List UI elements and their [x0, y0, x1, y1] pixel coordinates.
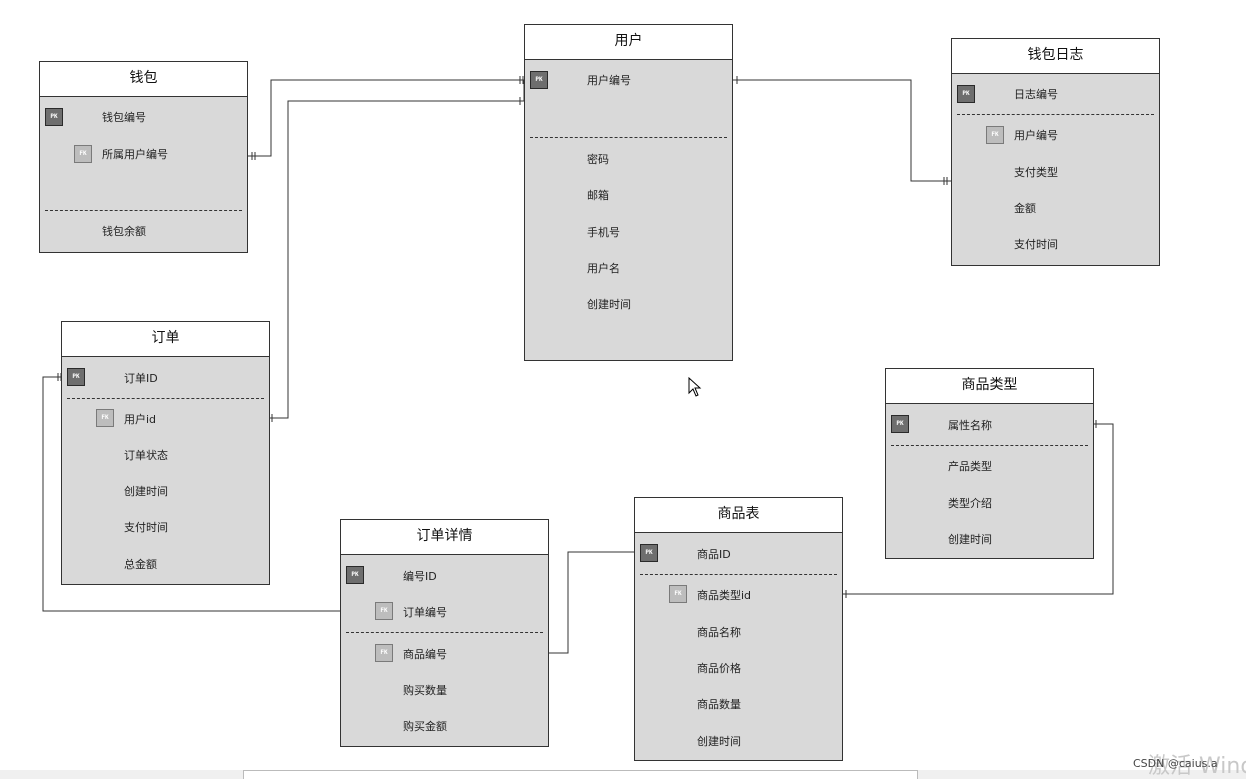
field-product-type-id: 商品类型id [697, 589, 752, 602]
field-product-id: 商品ID [697, 548, 731, 561]
pk-icon: PK [45, 108, 63, 126]
entity-title: 钱包日志 [952, 39, 1159, 74]
entity-user[interactable]: 用户 PK 用户编号 密码 邮箱 手机号 用户名 创建时间 [524, 24, 733, 361]
field-total-amount: 总金额 [124, 558, 157, 571]
field-phone: 手机号 [587, 226, 620, 239]
link-user-walletlog [733, 79, 951, 182]
entity-title: 订单详情 [341, 520, 548, 555]
mouse-cursor-icon [688, 377, 702, 397]
field-product-category: 产品类型 [948, 460, 992, 473]
key-separator [530, 137, 727, 138]
entity-product[interactable]: 商品表 PK 商品ID FK 商品类型id 商品名称 商品价格 商品数量 创建时… [634, 497, 843, 761]
field-password: 密码 [587, 153, 609, 166]
field-product-price: 商品价格 [697, 662, 741, 675]
fk-icon: FK [375, 644, 393, 662]
field-email: 邮箱 [587, 189, 609, 202]
field-detail-id: 编号ID [403, 570, 437, 583]
entity-product-type[interactable]: 商品类型 PK 属性名称 产品类型 类型介绍 创建时间 [885, 368, 1094, 559]
entity-wallet-log[interactable]: 钱包日志 PK 日志编号 FK 用户编号 支付类型 金额 支付时间 [951, 38, 1160, 266]
field-payment-time: 支付时间 [124, 521, 168, 534]
csdn-credit: CSDN @caius.a [1133, 757, 1218, 770]
field-order-id: 订单ID [124, 372, 158, 385]
field-user-id: 用户编号 [587, 74, 631, 87]
field-log-id: 日志编号 [1014, 88, 1058, 101]
link-order-user [270, 80, 525, 419]
field-product-name: 商品名称 [697, 626, 741, 639]
field-payment-time: 支付时间 [1014, 238, 1058, 251]
field-username: 用户名 [587, 262, 620, 275]
entity-title: 商品类型 [886, 369, 1093, 404]
field-order-status: 订单状态 [124, 449, 168, 462]
pk-icon: PK [530, 71, 548, 89]
link-wallet-user [248, 79, 524, 157]
key-separator [640, 574, 837, 575]
key-separator [346, 632, 543, 633]
field-order-id: 订单编号 [403, 606, 447, 619]
fk-icon: FK [96, 409, 114, 427]
entity-title: 商品表 [635, 498, 842, 533]
fk-icon: FK [669, 585, 687, 603]
field-owner-user-id: 所属用户编号 [102, 148, 168, 161]
link-product-producttype [843, 423, 1114, 595]
entity-title: 钱包 [40, 62, 247, 97]
horizontal-scrollbar[interactable] [243, 770, 918, 779]
fk-icon: FK [74, 145, 92, 163]
field-created-at: 创建时间 [587, 298, 631, 311]
field-created-at: 创建时间 [697, 735, 741, 748]
field-wallet-balance: 钱包余额 [102, 225, 146, 238]
field-purchase-quantity: 购买数量 [403, 684, 447, 697]
field-product-quantity: 商品数量 [697, 698, 741, 711]
field-created-at: 创建时间 [948, 533, 992, 546]
pk-icon: PK [67, 368, 85, 386]
key-separator [67, 398, 264, 399]
field-purchase-amount: 购买金额 [403, 720, 447, 733]
field-user-id: 用户编号 [1014, 129, 1058, 142]
link-orderdetail-product [549, 551, 635, 654]
field-attribute-name: 属性名称 [948, 419, 992, 432]
fk-icon: FK [986, 126, 1004, 144]
pk-icon: PK [891, 415, 909, 433]
entity-title: 订单 [62, 322, 269, 357]
field-amount: 金额 [1014, 202, 1036, 215]
key-separator [891, 445, 1088, 446]
key-separator [45, 210, 242, 211]
field-wallet-id: 钱包编号 [102, 111, 146, 124]
field-product-id: 商品编号 [403, 648, 447, 661]
link-order-orderdetail [42, 376, 341, 612]
field-created-at: 创建时间 [124, 485, 168, 498]
entity-order[interactable]: 订单 PK 订单ID FK 用户id 订单状态 创建时间 支付时间 总金额 [61, 321, 270, 585]
key-separator [957, 114, 1154, 115]
pk-icon: PK [640, 544, 658, 562]
fk-icon: FK [375, 602, 393, 620]
pk-icon: PK [957, 85, 975, 103]
field-user-id: 用户id [124, 413, 157, 426]
entity-title: 用户 [525, 25, 732, 60]
entity-wallet[interactable]: 钱包 PK 钱包编号 FK 所属用户编号 钱包余额 [39, 61, 248, 253]
field-payment-type: 支付类型 [1014, 166, 1058, 179]
activation-watermark: 激活 Windo [1148, 754, 1246, 779]
field-type-description: 类型介绍 [948, 497, 992, 510]
entity-order-detail[interactable]: 订单详情 PK 编号ID FK 订单编号 FK 商品编号 购买数量 购买金额 [340, 519, 549, 747]
pk-icon: PK [346, 566, 364, 584]
